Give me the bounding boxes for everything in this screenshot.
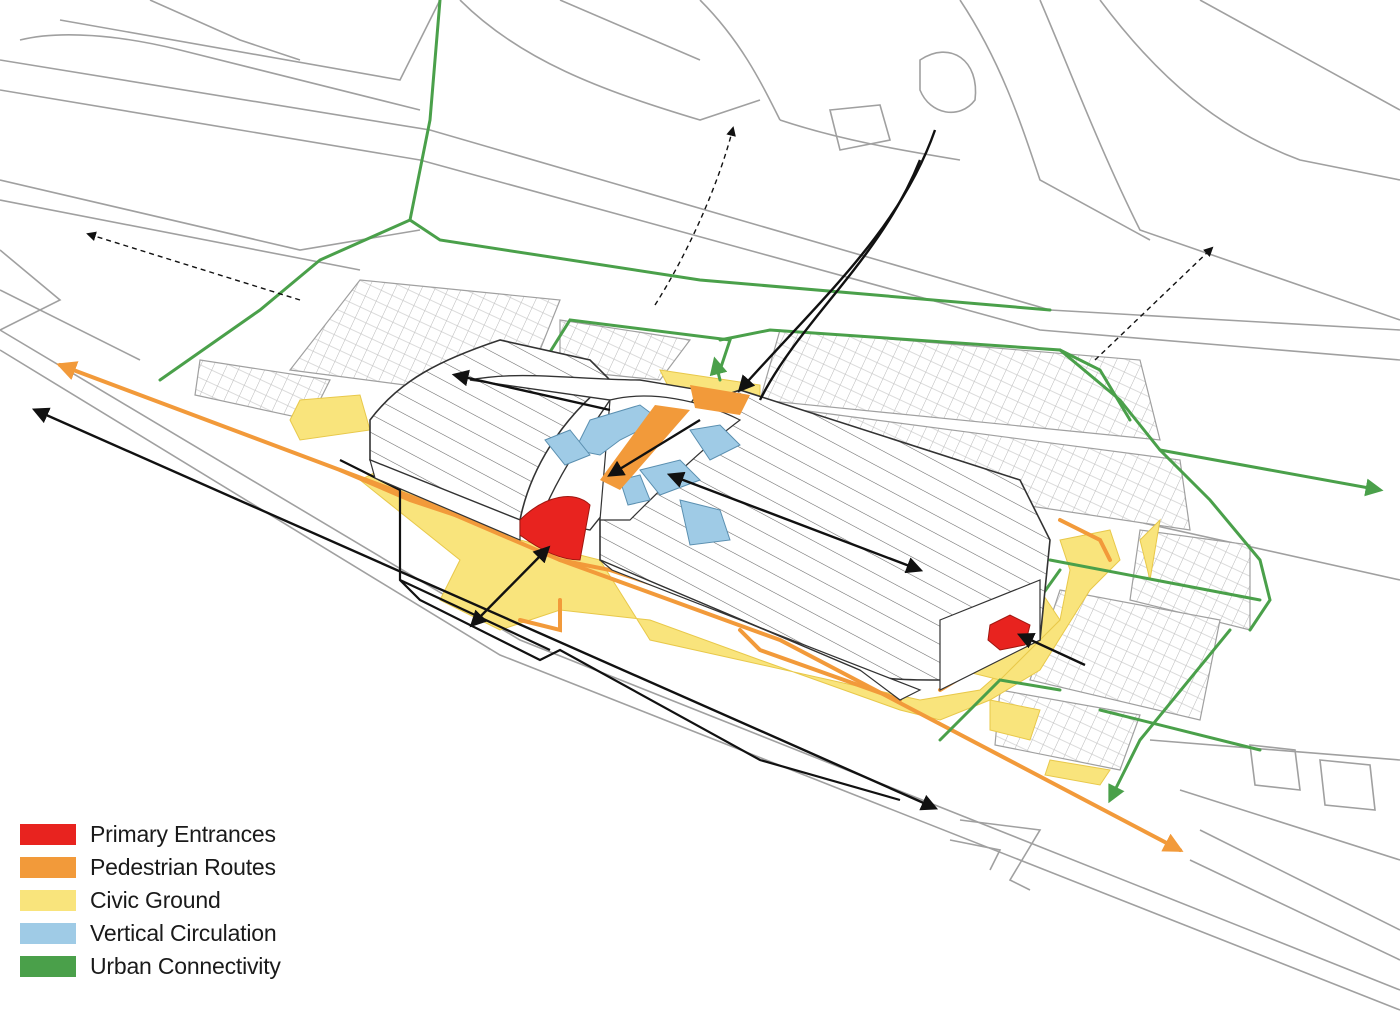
legend-swatch-orange [20, 857, 76, 878]
legend-label: Vertical Circulation [90, 920, 277, 946]
legend-item-vertical-circulation: Vertical Circulation [20, 917, 320, 950]
legend: Primary Entrances Pedestrian Routes Civi… [20, 818, 320, 983]
legend-swatch-red [20, 824, 76, 845]
legend-item-pedestrian-routes: Pedestrian Routes [20, 851, 320, 884]
legend-label: Primary Entrances [90, 821, 276, 847]
legend-item-civic-ground: Civic Ground [20, 884, 320, 917]
movement-arrows [31, 129, 1086, 811]
legend-swatch-blue [20, 923, 76, 944]
legend-item-urban-connectivity: Urban Connectivity [20, 950, 320, 983]
legend-label: Civic Ground [90, 887, 221, 913]
legend-label: Pedestrian Routes [90, 854, 276, 880]
legend-swatch-green [20, 956, 76, 977]
legend-swatch-yellow [20, 890, 76, 911]
legend-item-primary-entrances: Primary Entrances [20, 818, 320, 851]
dashed-connection-arrows [86, 126, 1214, 361]
legend-label: Urban Connectivity [90, 953, 281, 979]
urban-connectivity-lines [158, 0, 1384, 804]
